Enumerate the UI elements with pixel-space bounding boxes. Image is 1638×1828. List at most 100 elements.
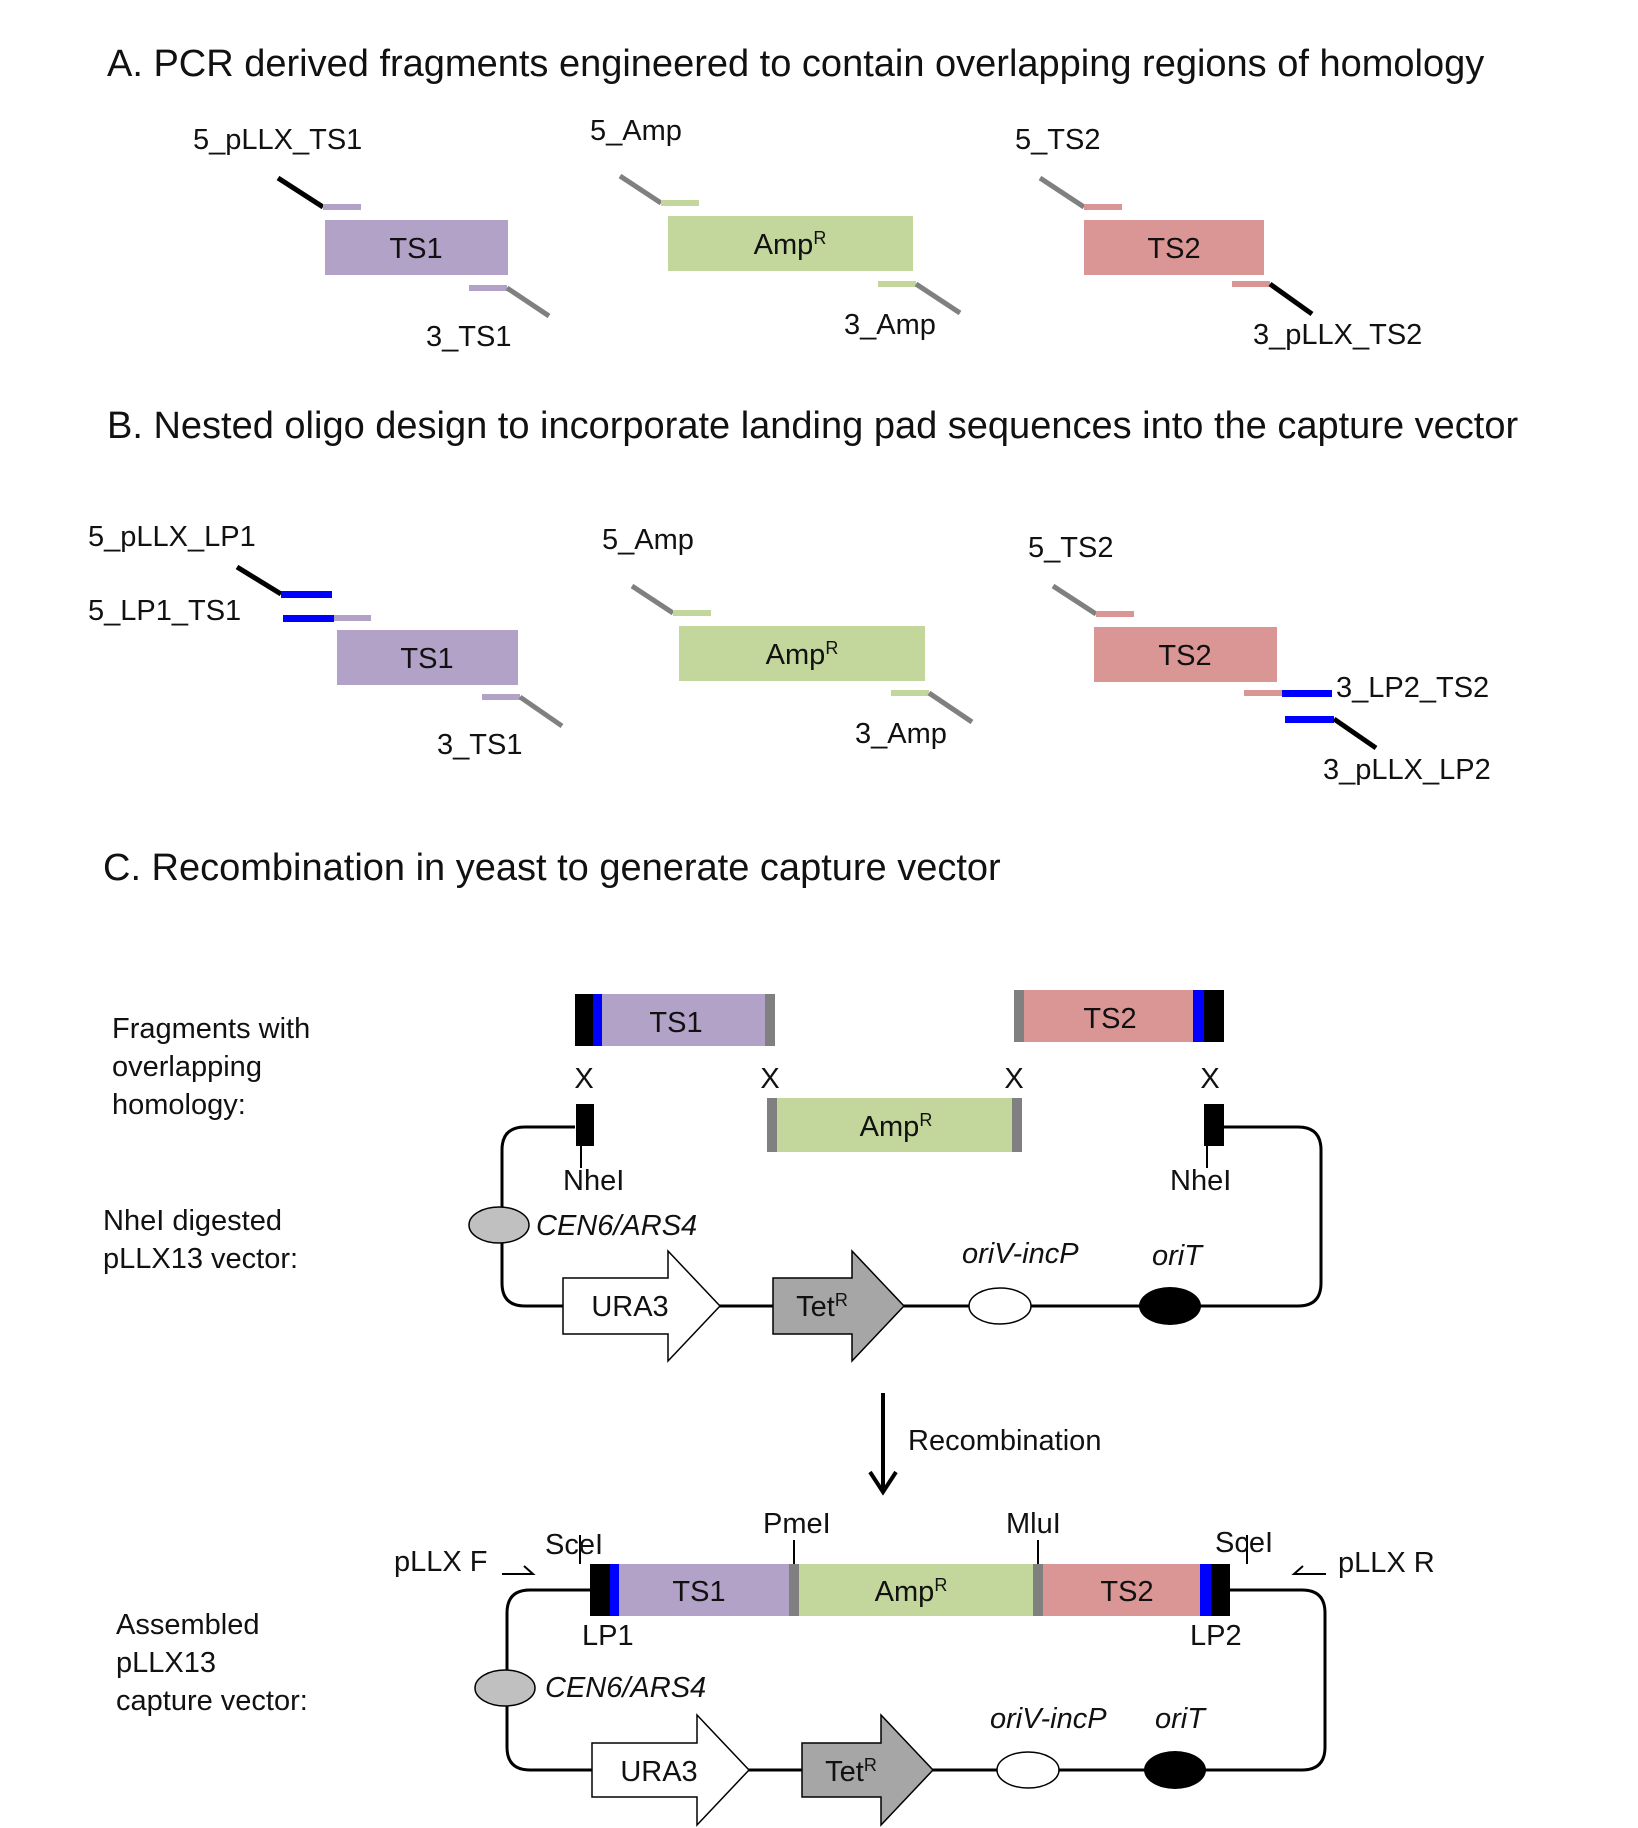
primer-overlap-bar bbox=[1084, 204, 1122, 210]
side-label-digested-1: NheI digested bbox=[103, 1205, 282, 1237]
panel-b: B. Nested oligo design to incorporate la… bbox=[88, 405, 1518, 786]
nhei-label: NheI bbox=[1170, 1165, 1231, 1197]
overlap-tail-line bbox=[505, 285, 551, 319]
ts2-label: TS2 bbox=[1100, 1576, 1153, 1608]
panel-c-title: C. Recombination in yeast to generate ca… bbox=[103, 847, 1001, 889]
amp-text: Amp bbox=[766, 639, 826, 671]
vector-end-block bbox=[575, 994, 593, 1046]
ura3-label: URA3 bbox=[620, 1756, 697, 1788]
ts1-box bbox=[619, 1564, 789, 1616]
overlap-block bbox=[789, 1564, 799, 1616]
primer-overlap-bar bbox=[878, 281, 916, 287]
pllx-f-arrow bbox=[502, 1565, 536, 1575]
primer-overlap-bar bbox=[323, 204, 361, 210]
overlap-tail-line bbox=[618, 173, 663, 206]
ts2-box bbox=[1014, 990, 1224, 1042]
landing-pad-block bbox=[593, 994, 602, 1046]
orit-element bbox=[1144, 1751, 1206, 1789]
ura3-arrow bbox=[562, 1249, 722, 1363]
panel-b-title: B. Nested oligo design to incorporate la… bbox=[107, 405, 1518, 447]
pllx-r-label: pLLX R bbox=[1338, 1547, 1435, 1579]
crossover-mark: X bbox=[574, 1063, 593, 1095]
amp-text: Amp bbox=[754, 229, 814, 261]
landing-pad-block bbox=[610, 1564, 619, 1616]
ts1-box bbox=[325, 220, 508, 275]
crossover-mark: X bbox=[760, 1063, 779, 1095]
primer-overlap-bar bbox=[661, 200, 699, 206]
oriv-element bbox=[968, 1287, 1032, 1325]
panel-a-amp-fragment: AmpR 5_Amp 3_Amp bbox=[590, 115, 962, 341]
oriv-label: oriV-incP bbox=[990, 1703, 1107, 1735]
crossover-mark: X bbox=[1004, 1063, 1023, 1095]
cen-ars-label: CEN6/ARS4 bbox=[536, 1210, 697, 1242]
primer-3-amp: 3_Amp bbox=[855, 718, 947, 750]
overlap-block bbox=[765, 994, 775, 1046]
overlap-block bbox=[1012, 1098, 1022, 1152]
upper-fragments: TS1 TS2 AmpR X X X X bbox=[574, 990, 1224, 1152]
vector-backbone bbox=[500, 1125, 1323, 1308]
vector-end-block bbox=[576, 1104, 594, 1146]
primer-3-pllx-ts2: 3_pLLX_TS2 bbox=[1253, 319, 1422, 351]
amp-box bbox=[767, 1098, 1022, 1152]
primer-overlap-bar bbox=[1096, 611, 1134, 617]
panel-a-ts1-fragment: TS1 5_pLLX_TS1 3_TS1 bbox=[193, 124, 551, 353]
orit-label: oriT bbox=[1152, 1240, 1204, 1272]
amp-box bbox=[679, 626, 925, 681]
panel-a-ts2-fragment: TS2 5_TS2 3_pLLX_TS2 bbox=[1015, 124, 1422, 351]
primer-3-amp: 3_Amp bbox=[844, 309, 936, 341]
primer-3-ts1: 3_TS1 bbox=[426, 321, 511, 353]
primer-overlap-bar bbox=[891, 690, 929, 696]
oriv-element bbox=[996, 1751, 1060, 1789]
tet-arrow bbox=[801, 1713, 935, 1827]
vector-end-block bbox=[1211, 1564, 1230, 1616]
cen-ars-element bbox=[468, 1206, 530, 1244]
landing-pad-block bbox=[1193, 990, 1204, 1042]
ts2-label: TS2 bbox=[1147, 233, 1200, 265]
tet-superscript: R bbox=[835, 1290, 848, 1310]
ts2-label: TS2 bbox=[1083, 1003, 1136, 1035]
panel-b-ts2-fragment: TS2 5_TS2 3_LP2_TS2 3_pLLX_LP2 bbox=[1028, 532, 1491, 786]
panel-b-amp-fragment: AmpR 5_Amp 3_Amp bbox=[602, 524, 974, 750]
cen-ars-label: CEN6/ARS4 bbox=[545, 1672, 706, 1704]
landing-pad-bar bbox=[281, 591, 332, 598]
orit-label: oriT bbox=[1155, 1703, 1207, 1735]
vector-end-block bbox=[590, 1564, 610, 1616]
panel-c: C. Recombination in yeast to generate ca… bbox=[103, 847, 1435, 1827]
primer-5-amp: 5_Amp bbox=[602, 524, 694, 556]
landing-pad-block bbox=[1200, 1564, 1211, 1616]
side-label-fragments-3: homology: bbox=[112, 1089, 246, 1121]
vector-end-block bbox=[1204, 990, 1224, 1042]
amp-box bbox=[668, 216, 913, 271]
recombination-label: Recombination bbox=[908, 1425, 1101, 1457]
crossover-mark: X bbox=[1200, 1063, 1219, 1095]
amp-label: AmpR bbox=[766, 638, 839, 671]
pllx-tail-line bbox=[1332, 716, 1378, 751]
panel-b-ts1-fragment: TS1 5_pLLX_LP1 5_LP1_TS1 3_TS1 bbox=[88, 521, 564, 761]
side-label-digested-2: pLLX13 vector: bbox=[103, 1243, 298, 1275]
ts1-box bbox=[337, 630, 518, 685]
tet-label: TetR bbox=[796, 1290, 848, 1323]
ts2-box bbox=[1084, 220, 1264, 275]
ts2-box bbox=[1094, 627, 1277, 682]
primer-5-pllx-ts1: 5_pLLX_TS1 bbox=[193, 124, 362, 156]
primer-3-ts1: 3_TS1 bbox=[437, 729, 522, 761]
overlap-block bbox=[1014, 990, 1024, 1042]
primer-overlap-bar bbox=[482, 694, 520, 700]
pllx-r-arrow bbox=[1291, 1565, 1326, 1575]
pllx-tail-line bbox=[1268, 281, 1314, 317]
primer-overlap-bar bbox=[334, 615, 371, 621]
landing-pad-bar bbox=[283, 615, 334, 622]
overlap-tail-line bbox=[630, 583, 675, 616]
digested-vector: NheI NheI CEN6/ARS4 URA3 TetR oriV-incP … bbox=[468, 1104, 1323, 1363]
tet-text: Tet bbox=[825, 1756, 864, 1788]
amp-text: Amp bbox=[860, 1111, 920, 1143]
side-label-assembled-1: Assembled bbox=[116, 1609, 259, 1641]
mlui-label: MluI bbox=[1006, 1508, 1061, 1540]
amp-label: AmpR bbox=[875, 1575, 948, 1608]
tet-label: TetR bbox=[825, 1755, 877, 1788]
landing-pad-bar bbox=[1282, 690, 1332, 697]
ts1-label: TS1 bbox=[649, 1007, 702, 1039]
overlap-tail-line bbox=[914, 281, 962, 316]
scei-label: SceI bbox=[545, 1529, 603, 1561]
landing-pad-bar bbox=[1285, 716, 1334, 723]
